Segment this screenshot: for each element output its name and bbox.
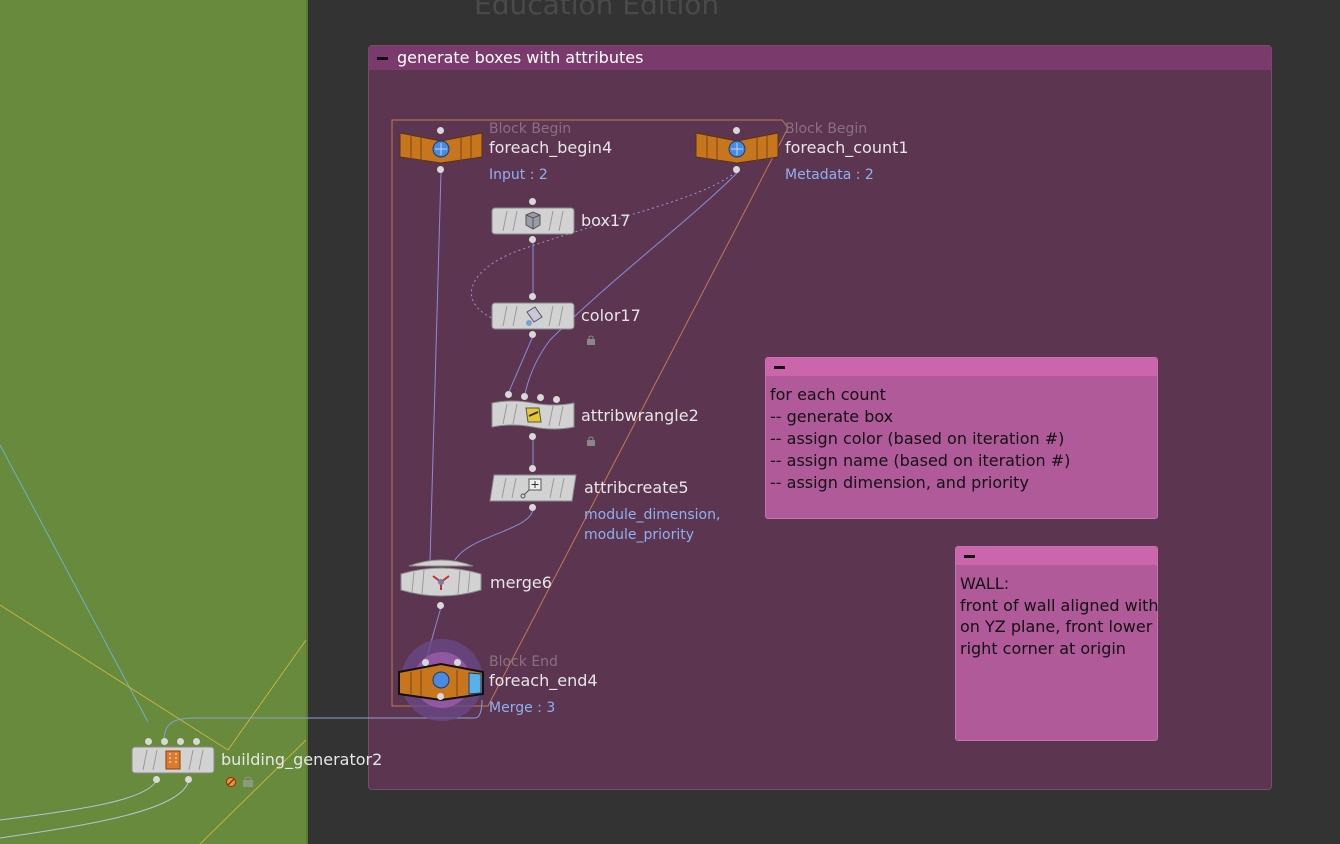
building-icon (131, 746, 215, 774)
box-icon (491, 207, 575, 235)
node-name-label[interactable]: building_generator2 (221, 750, 383, 769)
sticky-line: on YZ plane, front lower (960, 617, 1153, 636)
node-type-label: Block End (489, 654, 558, 670)
output-port[interactable] (437, 602, 444, 609)
node-info-line: module_dimension, (584, 507, 721, 523)
input-port[interactable] (529, 293, 536, 300)
node-building-generator2[interactable] (131, 746, 215, 778)
edition-watermark: Education Edition (474, 0, 720, 21)
sticky-note-1[interactable]: for each count -- generate box -- assign… (765, 357, 1158, 519)
lock-icon (586, 431, 596, 450)
node-foreach-count1[interactable] (695, 128, 779, 168)
sticky-line: -- generate box (770, 407, 894, 426)
node-box17[interactable] (491, 207, 575, 239)
node-info-text: module_dimension, module_priority (584, 505, 720, 545)
node-name-label[interactable]: merge6 (490, 573, 552, 592)
attribcreate-icon (489, 474, 577, 502)
paint-bucket-icon (491, 302, 575, 330)
input-port[interactable] (145, 738, 152, 745)
output-port[interactable] (153, 776, 160, 783)
output-port[interactable] (733, 166, 740, 173)
sticky-note-text: WALL: front of wall aligned with on YZ p… (960, 573, 1159, 659)
input-port[interactable] (177, 738, 184, 745)
collapse-icon[interactable] (774, 366, 785, 369)
input-port[interactable] (505, 391, 512, 398)
wrangle-icon (491, 400, 575, 430)
node-name-label[interactable]: foreach_end4 (489, 671, 598, 690)
node-attribcreate5[interactable] (489, 474, 577, 506)
input-port[interactable] (422, 659, 429, 666)
output-port[interactable] (529, 504, 536, 511)
output-port[interactable] (529, 433, 536, 440)
input-port[interactable] (537, 394, 544, 401)
sticky-note-header[interactable] (766, 358, 1157, 376)
node-type-label: Block Begin (785, 121, 868, 137)
node-type-label: Block Begin (489, 121, 572, 137)
sticky-line: -- assign color (based on iteration #) (770, 429, 1065, 448)
input-port[interactable] (529, 465, 536, 472)
sticky-line: for each count (770, 385, 886, 404)
node-name-label[interactable]: foreach_count1 (785, 138, 909, 157)
sticky-note-text: for each count -- generate box -- assign… (770, 384, 1070, 494)
input-port[interactable] (733, 127, 740, 134)
output-port[interactable] (529, 236, 536, 243)
sticky-note-2[interactable]: WALL: front of wall aligned with on YZ p… (955, 546, 1159, 741)
node-info-text: Merge : 3 (489, 700, 556, 716)
node-name-label[interactable]: foreach_begin4 (489, 138, 613, 157)
sticky-line: -- assign dimension, and priority (770, 473, 1029, 492)
node-info-text: Metadata : 2 (785, 167, 874, 183)
input-port[interactable] (553, 396, 560, 403)
input-port[interactable] (529, 198, 536, 205)
collapse-icon[interactable] (964, 555, 975, 558)
output-port[interactable] (185, 776, 192, 783)
output-port[interactable] (437, 693, 444, 700)
node-merge6[interactable] (399, 556, 483, 604)
node-info-text: Input : 2 (489, 167, 548, 183)
input-port[interactable] (193, 738, 200, 745)
node-info-line: module_priority (584, 527, 694, 543)
collapse-icon[interactable] (377, 57, 388, 60)
merge-icon (400, 559, 482, 597)
node-color17[interactable] (491, 302, 575, 334)
input-port[interactable] (437, 127, 444, 134)
node-name-label[interactable]: color17 (581, 306, 641, 325)
node-attribwrangle2[interactable] (491, 398, 575, 436)
output-port[interactable] (437, 166, 444, 173)
bypass-flag-icon (225, 773, 237, 792)
input-port[interactable] (454, 659, 461, 666)
sticky-line: WALL: (960, 574, 1010, 593)
lock-icon (586, 330, 596, 349)
sticky-line: right corner at origin (960, 638, 1126, 658)
output-port[interactable] (529, 331, 536, 338)
network-box-title: generate boxes with attributes (397, 48, 644, 67)
subnet-background (0, 0, 308, 844)
network-box-header[interactable]: generate boxes with attributes (369, 46, 1271, 70)
node-name-label[interactable]: box17 (581, 211, 631, 230)
locked-asset-icon (241, 773, 255, 792)
node-name-label[interactable]: attribcreate5 (584, 478, 689, 497)
node-name-label[interactable]: attribwrangle2 (581, 406, 699, 425)
sticky-note-header[interactable] (956, 547, 1157, 565)
input-port[interactable] (161, 738, 168, 745)
node-foreach-begin4[interactable] (399, 128, 483, 168)
input-port[interactable] (521, 393, 528, 400)
sticky-line: front of wall aligned with (960, 595, 1159, 615)
sticky-line: -- assign name (based on iteration #) (770, 451, 1071, 470)
